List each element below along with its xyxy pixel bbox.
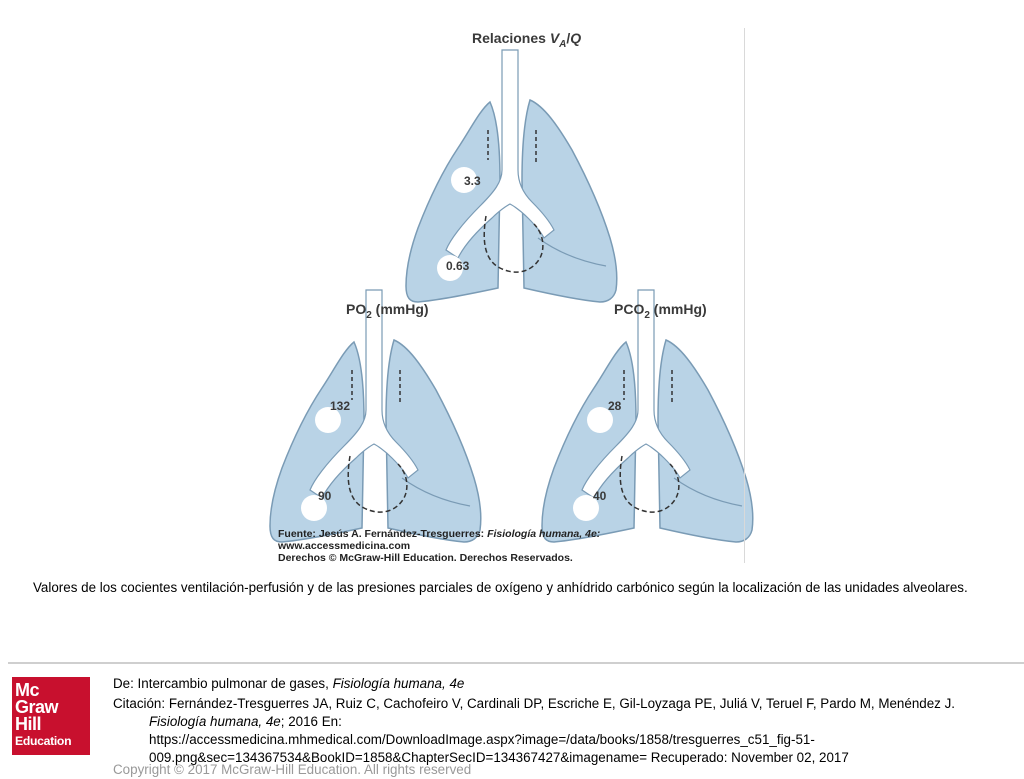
vq-top-value: 3.3 — [464, 174, 481, 188]
po2-lungs — [270, 290, 481, 542]
copyright-text: Copyright © 2017 McGraw-Hill Education. … — [113, 761, 471, 779]
figure-right-border — [744, 28, 745, 563]
figure-source-line-2: www.accessmedicina.com — [277, 540, 410, 552]
figure-caption: Valores de los cocientes ventilación-per… — [33, 579, 1000, 597]
po2-title: PO2 (mmHg) — [346, 301, 429, 321]
vq-bottom-value: 0.63 — [446, 259, 470, 273]
citation-authors: Citación: Fernández-Tresguerres JA, Ruiz… — [113, 696, 955, 711]
po2-bottom-value: 90 — [318, 489, 332, 503]
pco2-bottom-value: 40 — [593, 489, 607, 503]
vq-title: Relaciones VA/Q — [472, 30, 581, 50]
mcgraw-hill-logo: Mc Graw Hill Education — [12, 677, 90, 755]
source-line: De: Intercambio pulmonar de gases, Fisio… — [113, 675, 464, 693]
footer-divider — [8, 662, 1024, 664]
lung-figure: Relaciones VA/Q 3.3 0.63 PO2 (mmHg) 132 … — [0, 0, 1024, 570]
pco2-top-value: 28 — [608, 399, 622, 413]
figure-source-line-1: Fuente: Jesús A. Fernández-Tresguerres: … — [278, 528, 600, 540]
figure-source-line-3: Derechos © McGraw-Hill Education. Derech… — [278, 552, 573, 564]
pco2-title: PCO2 (mmHg) — [614, 301, 707, 321]
vq-lungs — [406, 50, 617, 302]
po2-top-value: 132 — [330, 399, 350, 413]
pco2-lungs — [542, 290, 753, 542]
lung-diagram: Relaciones VA/Q 3.3 0.63 PO2 (mmHg) 132 … — [0, 0, 1024, 570]
citation: Citación: Fernández-Tresguerres JA, Ruiz… — [113, 695, 1018, 767]
citation-book-line: Fisiología humana, 4e; 2016 En: — [113, 713, 1018, 731]
citation-url[interactable]: https://accessmedicina.mhmedical.com/Dow… — [113, 731, 1018, 749]
